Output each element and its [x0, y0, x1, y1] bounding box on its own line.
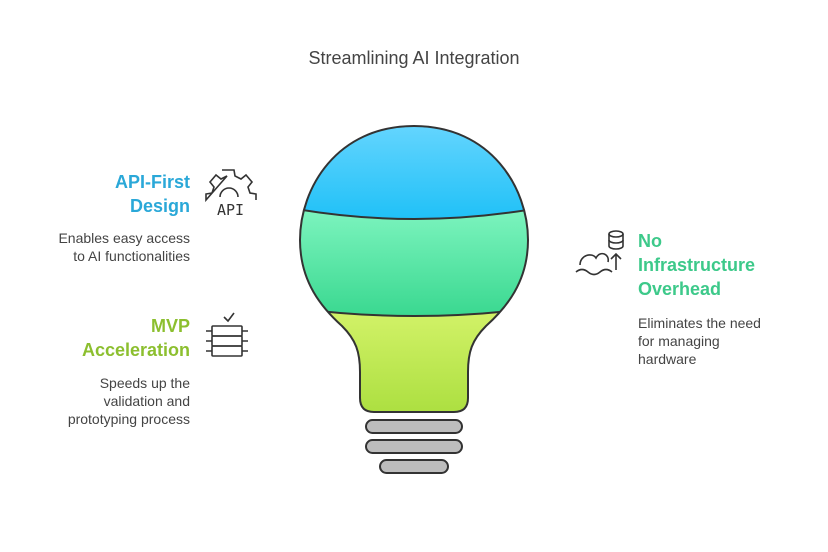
- bulb-base-ring-1: [365, 419, 463, 434]
- server-rack-check-icon: [206, 312, 248, 357]
- item-no-infrastructure-heading: No Infrastructure Overhead: [638, 229, 755, 301]
- diagram-title: Streamlining AI Integration: [308, 48, 520, 68]
- heading-line: Design: [129, 196, 190, 216]
- bulb-outline: [298, 124, 530, 413]
- description-line: hardware: [638, 351, 697, 367]
- heading-line: MVP: [150, 316, 190, 336]
- heading-line: API-First: [114, 172, 190, 192]
- description-line: Eliminates the need: [638, 315, 761, 331]
- bulb-middle-section: [300, 206, 528, 316]
- heading-line: Infrastructure: [638, 255, 756, 275]
- description-line: for managing: [638, 333, 720, 349]
- item-mvp-description: Speeds up the validation and prototyping…: [68, 374, 190, 428]
- item-mvp-heading: MVP Acceleration: [82, 314, 190, 362]
- description-line: Speeds up the: [99, 375, 190, 391]
- heading-line: No: [638, 231, 662, 251]
- description-line: Enables easy access: [58, 230, 190, 246]
- item-api-first-description: Enables easy access to AI functionalitie…: [58, 229, 190, 265]
- description-line: to AI functionalities: [73, 248, 190, 264]
- heading-line: Acceleration: [81, 340, 190, 360]
- item-api-first-heading: API-First Design: [115, 170, 190, 218]
- bulb-base-tip: [379, 459, 449, 474]
- description-line: prototyping process: [67, 411, 190, 427]
- heading-line: Overhead: [638, 279, 722, 299]
- gear-api-icon: [205, 169, 257, 203]
- bulb-base-ring-2: [365, 439, 463, 454]
- database-cloud-upload-icon: [575, 230, 624, 276]
- description-line: validation and: [103, 393, 190, 409]
- item-no-infrastructure-description: Eliminates the need for managing hardwar…: [638, 314, 761, 368]
- gear-api-icon-text: API: [217, 201, 244, 219]
